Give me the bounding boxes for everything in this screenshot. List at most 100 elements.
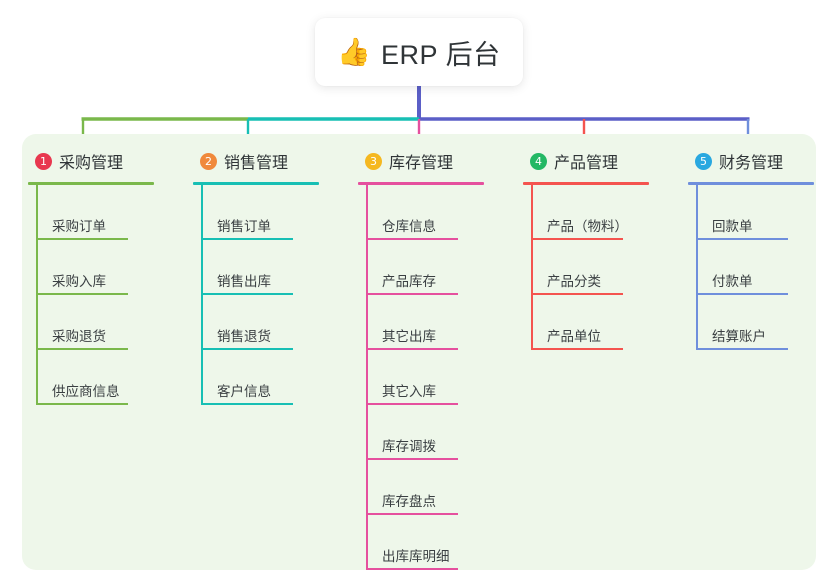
list-item-label: 产品（物料）: [547, 219, 628, 234]
column-header[interactable]: 2 销售管理: [187, 146, 352, 176]
list-item[interactable]: 其它出库: [366, 295, 517, 350]
list-item-label: 其它出库: [382, 329, 436, 344]
list-item-label: 采购订单: [52, 219, 106, 234]
list-item-label: 库存调拨: [382, 439, 436, 454]
list-item-underline: [201, 403, 293, 405]
column-title: 产品管理: [554, 155, 619, 172]
list-item[interactable]: 客户信息: [201, 350, 352, 405]
column-header[interactable]: 5 财务管理: [682, 146, 839, 176]
column-rule: [523, 182, 649, 185]
list-item-underline: [366, 513, 458, 515]
list-item-label: 供应商信息: [52, 384, 120, 399]
list-item-label: 仓库信息: [382, 219, 436, 234]
column-item-list: 仓库信息产品库存其它出库其它入库库存调拨库存盘点出库库明细: [366, 185, 517, 570]
list-item[interactable]: 产品单位: [531, 295, 682, 350]
list-item-underline: [36, 348, 128, 350]
list-item-underline: [366, 348, 458, 350]
column-spine: [531, 185, 533, 350]
column-库存管理: 3 库存管理仓库信息产品库存其它出库其它入库库存调拨库存盘点出库库明细: [352, 146, 517, 570]
list-item-label: 产品库存: [382, 274, 436, 289]
list-item[interactable]: 出库库明细: [366, 515, 517, 570]
list-item-label: 销售退货: [217, 329, 271, 344]
root-node[interactable]: 👍 ERP 后台: [315, 18, 523, 86]
list-item-label: 其它入库: [382, 384, 436, 399]
list-item-underline: [36, 238, 128, 240]
column-header[interactable]: 3 库存管理: [352, 146, 517, 176]
list-item[interactable]: 结算账户: [696, 295, 839, 350]
list-item-label: 产品分类: [547, 274, 601, 289]
list-item-label: 采购退货: [52, 329, 106, 344]
column-spine: [36, 185, 38, 405]
list-item[interactable]: 产品库存: [366, 240, 517, 295]
list-item-label: 销售订单: [217, 219, 271, 234]
list-item[interactable]: 付款单: [696, 240, 839, 295]
column-item-list: 采购订单采购入库采购退货供应商信息: [36, 185, 187, 405]
list-item[interactable]: 采购订单: [36, 185, 187, 240]
list-item-label: 客户信息: [217, 384, 271, 399]
column-header[interactable]: 4 产品管理: [517, 146, 682, 176]
column-spine: [696, 185, 698, 350]
list-item-label: 采购入库: [52, 274, 106, 289]
root-node-title: ERP 后台: [381, 39, 501, 70]
list-item[interactable]: 供应商信息: [36, 350, 187, 405]
list-item-underline: [201, 238, 293, 240]
diagram-panel: 1 采购管理采购订单采购入库采购退货供应商信息 2 销售管理销售订单销售出库销售退货客…: [22, 134, 816, 570]
list-item-underline: [366, 568, 458, 570]
list-item-label: 回款单: [712, 219, 753, 234]
list-item[interactable]: 产品分类: [531, 240, 682, 295]
list-item[interactable]: 采购入库: [36, 240, 187, 295]
list-item[interactable]: 仓库信息: [366, 185, 517, 240]
column-title: 库存管理: [389, 155, 454, 172]
list-item-label: 产品单位: [547, 329, 601, 344]
list-item-label: 结算账户: [712, 329, 766, 344]
column-item-list: 回款单付款单结算账户: [696, 185, 839, 350]
column-index-badge: 5: [695, 152, 712, 170]
list-item[interactable]: 产品（物料）: [531, 185, 682, 240]
list-item-underline: [531, 238, 623, 240]
list-item-label: 库存盘点: [382, 494, 436, 509]
column-item-list: 产品（物料） 产品分类产品单位: [531, 185, 682, 350]
list-item[interactable]: 销售出库: [201, 240, 352, 295]
column-产品管理: 4 产品管理产品（物料） 产品分类产品单位: [517, 146, 682, 350]
list-item-underline: [696, 238, 788, 240]
list-item-underline: [366, 458, 458, 460]
list-item-underline: [531, 348, 623, 350]
list-item-label: 出库库明细: [382, 549, 450, 564]
column-header[interactable]: 1 采购管理: [22, 146, 187, 176]
column-spine: [366, 185, 368, 570]
list-item[interactable]: 库存盘点: [366, 460, 517, 515]
list-item[interactable]: 采购退货: [36, 295, 187, 350]
column-财务管理: 5 财务管理回款单付款单结算账户: [682, 146, 839, 350]
column-rule: [28, 182, 154, 185]
list-item[interactable]: 其它入库: [366, 350, 517, 405]
column-index-badge: 4: [530, 152, 547, 170]
list-item-underline: [696, 348, 788, 350]
list-item-underline: [366, 403, 458, 405]
column-item-list: 销售订单销售出库销售退货客户信息: [201, 185, 352, 405]
column-spine: [201, 185, 203, 405]
list-item-underline: [696, 293, 788, 295]
list-item-underline: [366, 238, 458, 240]
column-index-badge: 2: [200, 152, 217, 170]
list-item[interactable]: 回款单: [696, 185, 839, 240]
column-title: 财务管理: [719, 155, 784, 172]
list-item-underline: [36, 403, 128, 405]
column-index-badge: 1: [35, 152, 52, 170]
column-title: 采购管理: [59, 155, 124, 172]
list-item-underline: [531, 293, 623, 295]
list-item[interactable]: 库存调拨: [366, 405, 517, 460]
list-item[interactable]: 销售退货: [201, 295, 352, 350]
list-item-label: 付款单: [712, 274, 753, 289]
column-index-badge: 3: [365, 152, 382, 170]
column-采购管理: 1 采购管理采购订单采购入库采购退货供应商信息: [22, 146, 187, 405]
list-item-label: 销售出库: [217, 274, 271, 289]
list-item-underline: [36, 293, 128, 295]
list-item-underline: [201, 348, 293, 350]
column-rule: [193, 182, 319, 185]
thumbs-up-icon: 👍: [337, 36, 372, 67]
list-item[interactable]: 销售订单: [201, 185, 352, 240]
list-item-underline: [201, 293, 293, 295]
column-销售管理: 2 销售管理销售订单销售出库销售退货客户信息: [187, 146, 352, 405]
column-rule: [358, 182, 484, 185]
column-title: 销售管理: [224, 155, 289, 172]
